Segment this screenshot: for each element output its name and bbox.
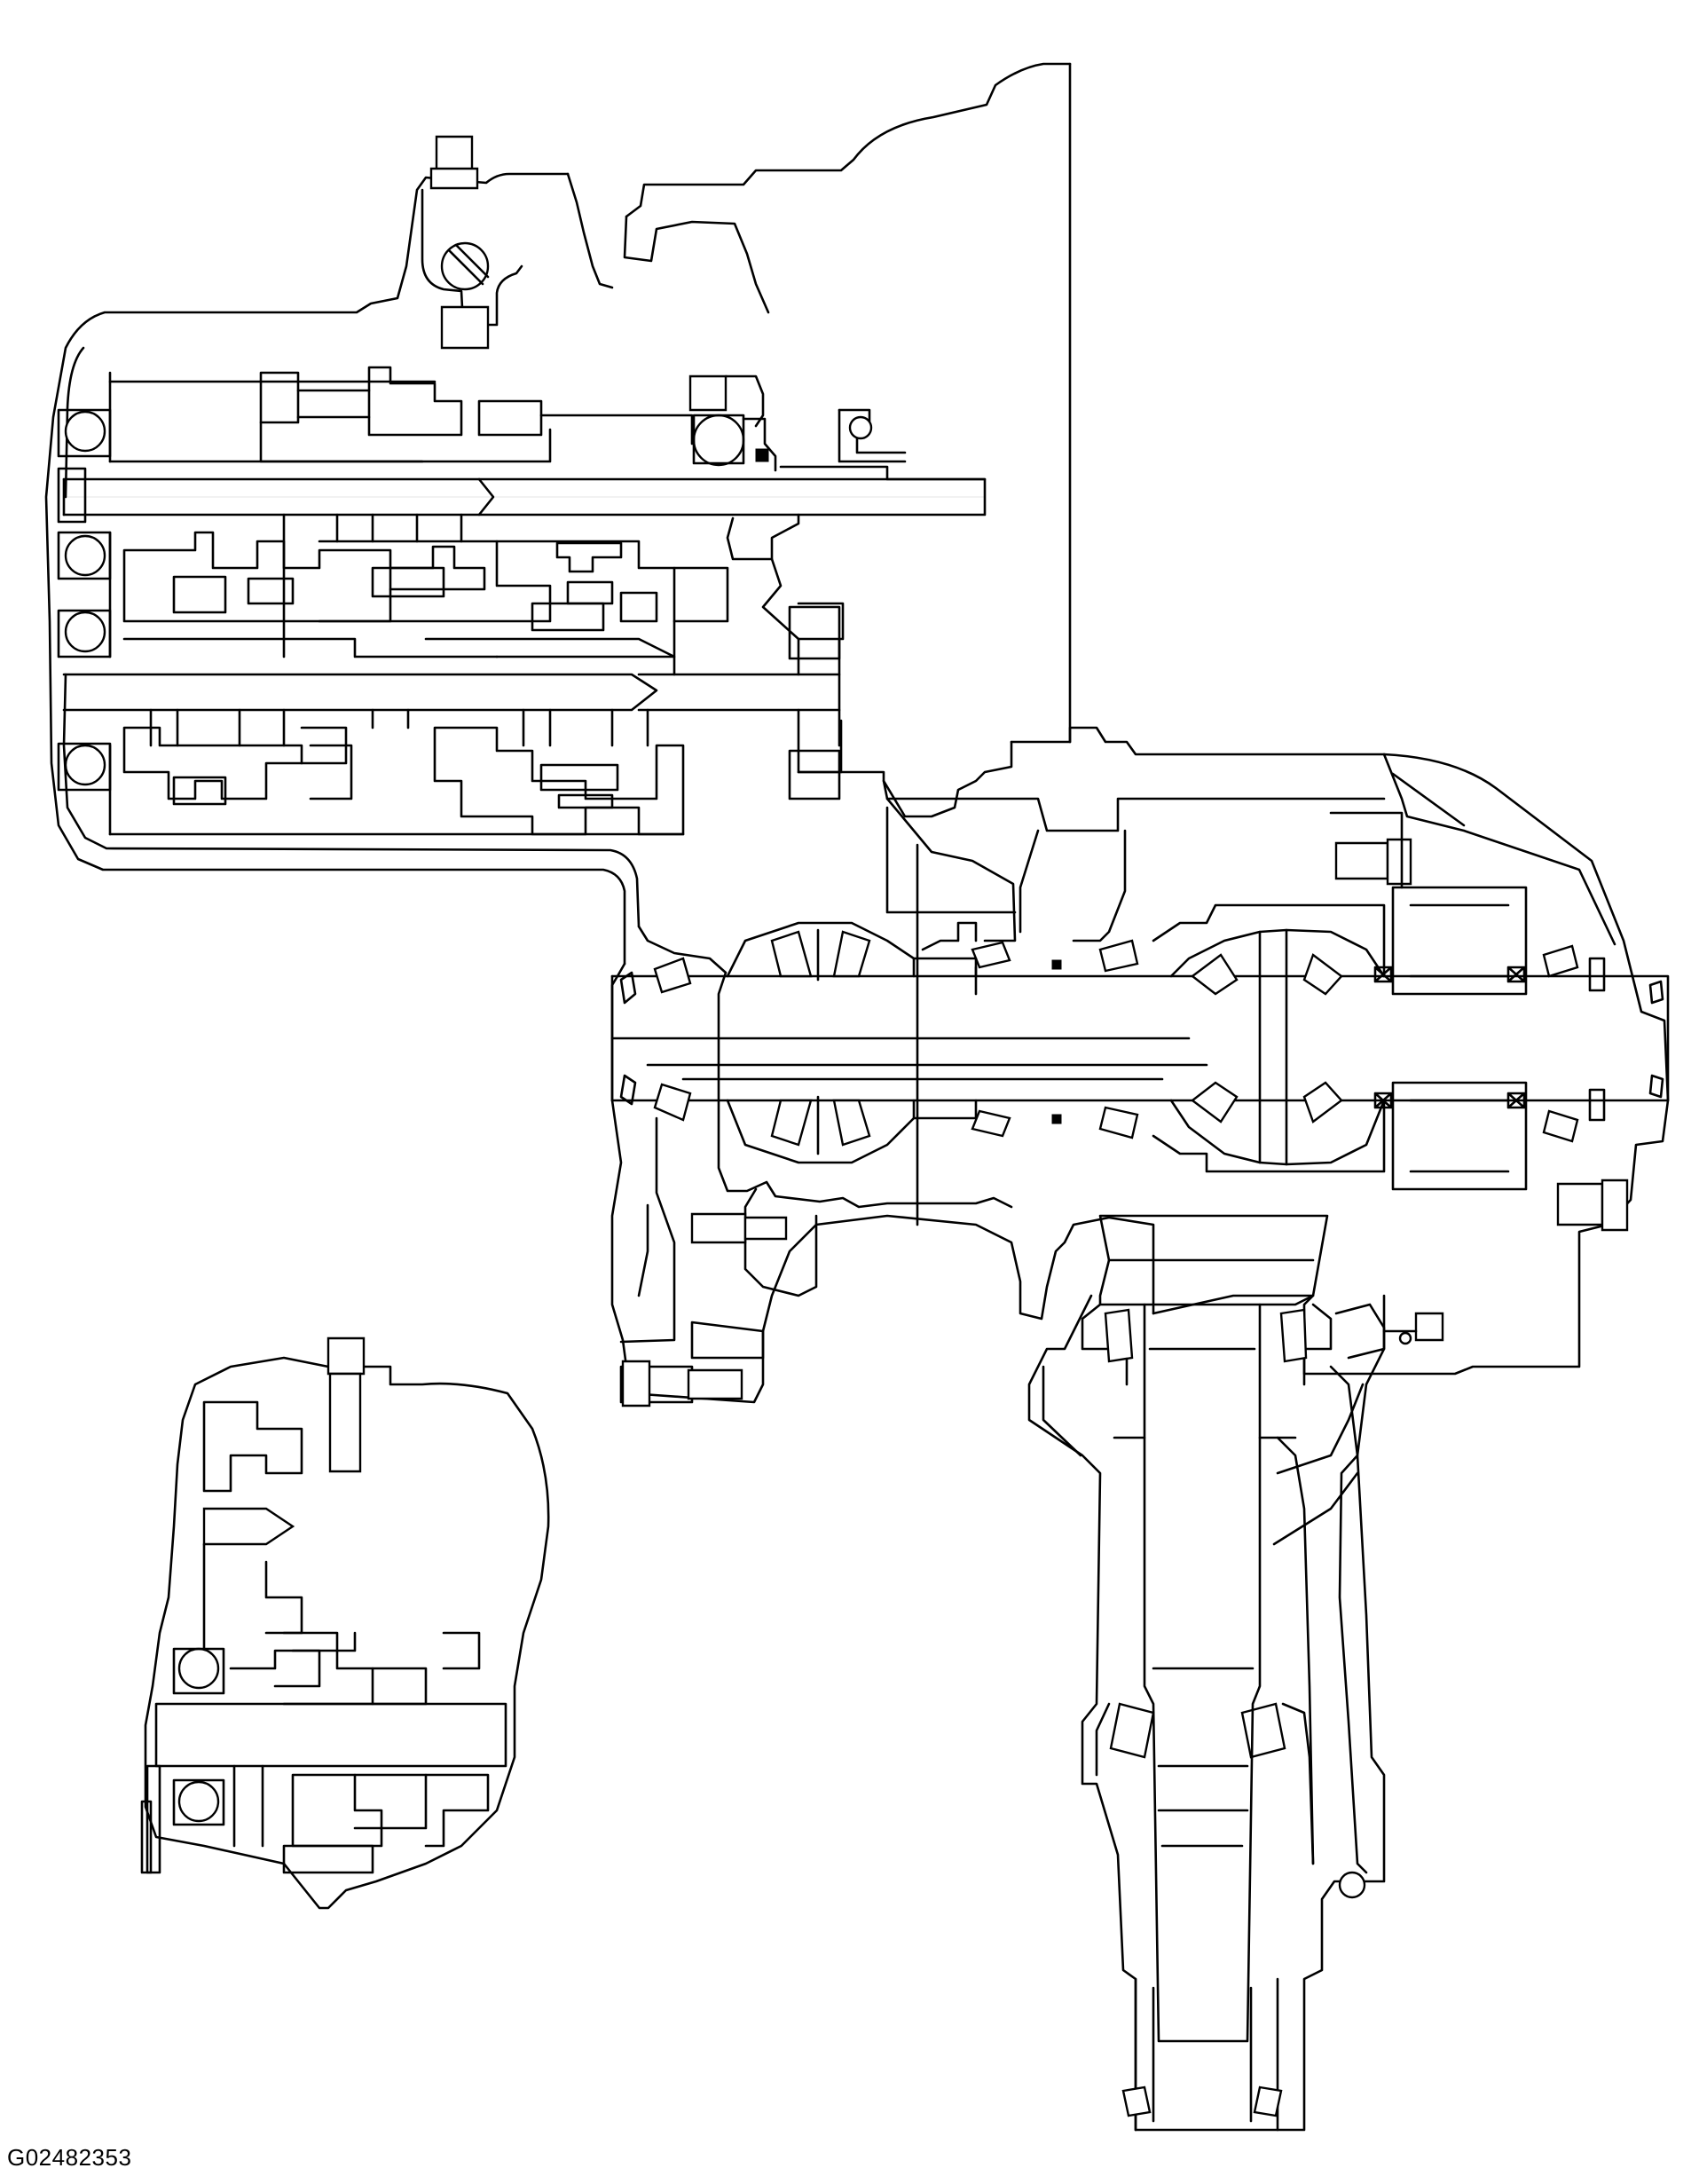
- differential-housing: [612, 728, 1668, 1406]
- gearbox-housing: [46, 64, 1070, 964]
- output-shaft-assembly: [1029, 1216, 1443, 2130]
- figure-id-label: G02482353: [7, 2144, 132, 2171]
- inset-detail-view: [142, 1338, 548, 1908]
